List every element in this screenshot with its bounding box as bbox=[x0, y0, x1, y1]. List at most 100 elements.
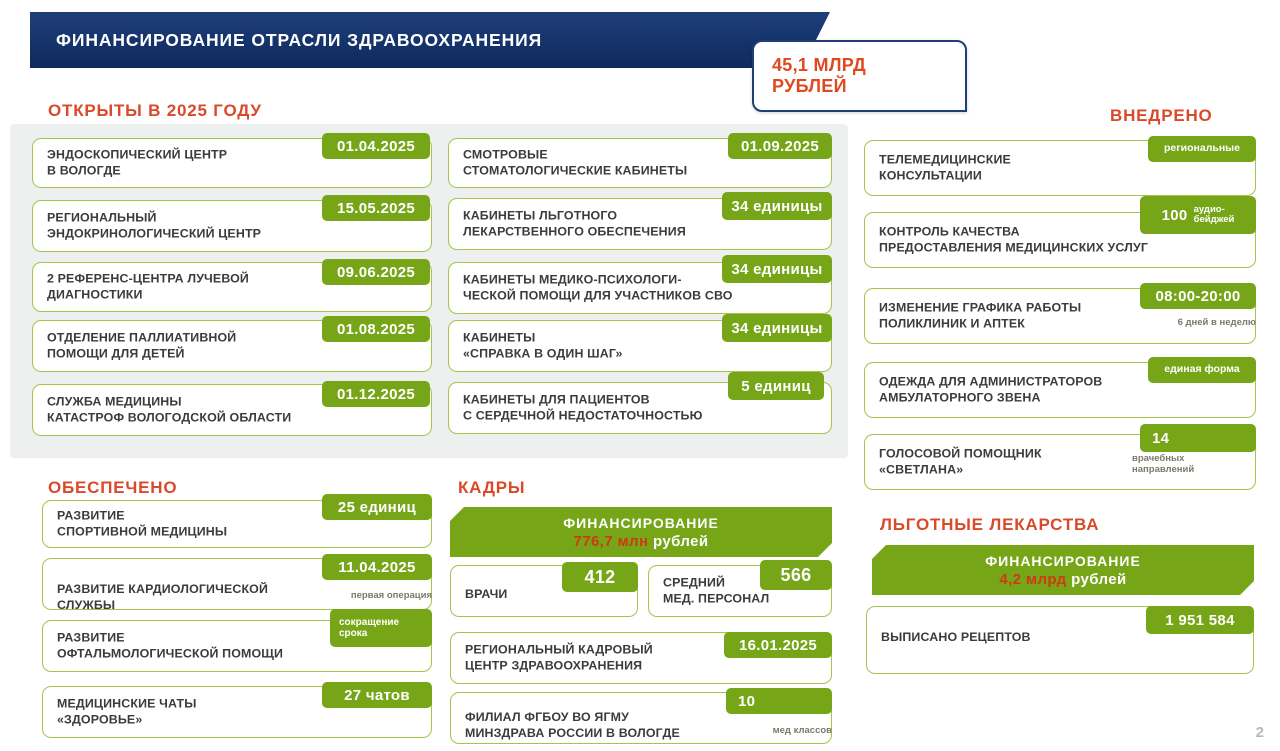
badge-value: 25 единиц bbox=[337, 498, 417, 516]
card-label: РАЗВИТИЕ СПОРТИВНОЙ МЕДИЦИНЫ bbox=[57, 508, 228, 539]
card-label: КАБИНЕТЫ МЕДИКО-ПСИХОЛОГИ- ЧЕСКОЙ ПОМОЩИ… bbox=[463, 272, 733, 303]
total-financing-amount: 45,1 МЛРД bbox=[772, 55, 867, 76]
card-staff-2[interactable]: ФИЛИАЛ ФГБОУ ВО ЯГМУ МИНЗДРАВА РОССИИ В … bbox=[450, 692, 832, 744]
badge-note: сокращение срока bbox=[339, 617, 400, 639]
note-implemented-5: врачебных направлений bbox=[1132, 453, 1195, 475]
badge-staff-2: 10 bbox=[726, 688, 832, 714]
badge-value: 412 bbox=[584, 566, 616, 587]
staff-financing-banner: ФИНАНСИРОВАНИЕ 776,7 млн рублей bbox=[450, 507, 832, 557]
badge-note: региональные bbox=[1164, 142, 1240, 155]
card-label: МЕДИЦИНСКИЕ ЧАТЫ «ЗДОРОВЬЕ» bbox=[57, 696, 197, 727]
card-label: КАБИНЕТЫ ДЛЯ ПАЦИЕНТОВ С СЕРДЕЧНОЙ НЕДОС… bbox=[463, 392, 703, 423]
badge-opened-2: 15.05.2025 bbox=[322, 195, 430, 221]
badge-opened-1: 01.04.2025 bbox=[322, 133, 430, 159]
badge-staff-doctors: 412 bbox=[562, 562, 638, 592]
card-label: РАЗВИТИЕ ОФТАЛЬМОЛОГИЧЕСКОЙ ПОМОЩИ bbox=[57, 630, 284, 661]
badge-provided-4: 27 чатов bbox=[322, 682, 432, 708]
meds-financing-banner: ФИНАНСИРОВАНИЕ 4,2 млрд рублей bbox=[872, 545, 1254, 595]
card-label: КОНТРОЛЬ КАЧЕСТВА ПРЕДОСТАВЛЕНИЯ МЕДИЦИН… bbox=[879, 224, 1148, 255]
badge-implemented-4: единая форма bbox=[1148, 357, 1256, 383]
card-label: РЕГИОНАЛЬНЫЙ ЭНДОКРИНОЛОГИЧЕСКИЙ ЦЕНТР bbox=[47, 210, 262, 241]
card-label: СМОТРОВЫЕ СТОМАТОЛОГИЧЕСКИЕ КАБИНЕТЫ bbox=[463, 147, 688, 178]
financing-amount: 4,2 млрд рублей bbox=[999, 571, 1126, 588]
card-label: КАБИНЕТЫ ЛЬГОТНОГО ЛЕКАРСТВЕННОГО ОБЕСПЕ… bbox=[463, 208, 686, 239]
card-label: РЕГИОНАЛЬНЫЙ КАДРОВЫЙ ЦЕНТР ЗДРАВООХРАНЕ… bbox=[465, 642, 653, 673]
financing-title: ФИНАНСИРОВАНИЕ bbox=[985, 552, 1141, 569]
badge-opened-6: 01.09.2025 bbox=[728, 133, 832, 159]
badge-value: 34 единицы bbox=[731, 260, 823, 278]
badge-value: 11.04.2025 bbox=[338, 558, 416, 576]
badge-implemented-3: 08:00-20:00 bbox=[1140, 283, 1256, 309]
badge-value: 5 единиц bbox=[741, 377, 811, 395]
section-heading-meds: ЛЬГОТНЫЕ ЛЕКАРСТВА bbox=[880, 515, 1100, 534]
badge-value: 34 единицы bbox=[731, 319, 823, 337]
financing-number: 776,7 млн bbox=[573, 532, 649, 550]
card-label: ОДЕЖДА ДЛЯ АДМИНИСТРАТОРОВ АМБУЛАТОРНОГО… bbox=[879, 374, 1103, 405]
card-label: ЭНДОСКОПИЧЕСКИЙ ЦЕНТР В ВОЛОГДЕ bbox=[47, 147, 228, 178]
page-title: ФИНАНСИРОВАНИЕ ОТРАСЛИ ЗДРАВООХРАНЕНИЯ bbox=[56, 29, 543, 50]
card-provided-4[interactable]: МЕДИЦИНСКИЕ ЧАТЫ «ЗДОРОВЬЕ» bbox=[42, 686, 432, 738]
card-label: РАЗВИТИЕ КАРДИОЛОГИЧЕСКОЙ СЛУЖБЫ bbox=[57, 582, 269, 613]
badge-value: 01.09.2025 bbox=[740, 137, 820, 155]
card-label: СЛУЖБА МЕДИЦИНЫ КАТАСТРОФ ВОЛОГОДСКОЙ ОБ… bbox=[47, 394, 292, 425]
badge-value: 34 единицы bbox=[731, 197, 823, 215]
card-meds-1[interactable]: ВЫПИСАНО РЕЦЕПТОВ bbox=[866, 606, 1254, 674]
card-label: ОТДЕЛЕНИЕ ПАЛЛИАТИВНОЙ ПОМОЩИ ДЛЯ ДЕТЕЙ bbox=[47, 330, 237, 361]
card-label: ФИЛИАЛ ФГБОУ ВО ЯГМУ МИНЗДРАВА РОССИИ В … bbox=[465, 710, 680, 741]
card-label: ТЕЛЕМЕДИЦИНСКИЕ КОНСУЛЬТАЦИИ bbox=[879, 152, 1011, 183]
card-label: ВРАЧИ bbox=[465, 587, 508, 601]
badge-value: 1 951 584 bbox=[1165, 611, 1235, 629]
badge-implemented-1: региональные bbox=[1148, 136, 1256, 162]
badge-value: 100 bbox=[1161, 206, 1188, 224]
badge-opened-7: 34 единицы bbox=[722, 192, 832, 220]
section-heading-opened: ОТКРЫТЫ В 2025 ГОДУ bbox=[48, 101, 262, 120]
badge-staff-nurses: 566 bbox=[760, 560, 832, 590]
badge-provided-1: 25 единиц bbox=[322, 494, 432, 520]
card-opened-4[interactable]: ОТДЕЛЕНИЕ ПАЛЛИАТИВНОЙ ПОМОЩИ ДЛЯ ДЕТЕЙ bbox=[32, 320, 432, 372]
badge-implemented-5: 14 bbox=[1140, 424, 1256, 452]
financing-amount: 776,7 млн рублей bbox=[573, 533, 708, 550]
note-implemented-3: 6 дней в неделю bbox=[1177, 317, 1256, 328]
badge-value: 14 bbox=[1152, 429, 1170, 447]
badge-value: 08:00-20:00 bbox=[1155, 287, 1241, 305]
badge-value: 15.05.2025 bbox=[336, 199, 416, 217]
badge-value: 01.04.2025 bbox=[336, 137, 416, 155]
card-label: 2 РЕФЕРЕНС-ЦЕНТРА ЛУЧЕВОЙ ДИАГНОСТИКИ bbox=[47, 271, 249, 302]
total-financing-unit: РУБЛЕЙ bbox=[772, 76, 847, 96]
badge-value: 16.01.2025 bbox=[738, 636, 818, 654]
page-number: 2 bbox=[1255, 724, 1264, 741]
badge-implemented-2: 100 аудио- бейджей bbox=[1140, 196, 1256, 234]
note-provided-2: первая операция bbox=[350, 590, 432, 601]
header-banner: ФИНАНСИРОВАНИЕ ОТРАСЛИ ЗДРАВООХРАНЕНИЯ bbox=[30, 12, 830, 68]
note-staff-2: мед классов bbox=[772, 725, 832, 736]
badge-opened-4: 01.08.2025 bbox=[322, 316, 430, 342]
badge-opened-8: 34 единицы bbox=[722, 255, 832, 283]
financing-unit: рублей bbox=[1071, 570, 1127, 588]
badge-value: 27 чатов bbox=[344, 686, 410, 704]
badge-provided-2: 11.04.2025 bbox=[322, 554, 432, 580]
badge-opened-9: 34 единицы bbox=[722, 314, 832, 342]
badge-meds-1: 1 951 584 bbox=[1146, 606, 1254, 634]
badge-value: 01.12.2025 bbox=[336, 385, 416, 403]
total-financing-callout: 45,1 МЛРД РУБЛЕЙ bbox=[752, 40, 967, 112]
financing-number: 4,2 млрд bbox=[999, 570, 1067, 588]
financing-title: ФИНАНСИРОВАНИЕ bbox=[563, 514, 719, 531]
card-label: СРЕДНИЙ МЕД. ПЕРСОНАЛ bbox=[663, 575, 770, 606]
card-implemented-2[interactable]: КОНТРОЛЬ КАЧЕСТВА ПРЕДОСТАВЛЕНИЯ МЕДИЦИН… bbox=[864, 212, 1256, 268]
badge-note: аудио- бейджей bbox=[1193, 203, 1235, 225]
badge-opened-5: 01.12.2025 bbox=[322, 381, 430, 407]
badge-staff-1: 16.01.2025 bbox=[724, 632, 832, 658]
section-heading-implemented: ВНЕДРЕНО bbox=[1110, 106, 1213, 125]
badge-value: 10 bbox=[738, 692, 756, 710]
badge-opened-10: 5 единиц bbox=[728, 372, 824, 400]
financing-unit: рублей bbox=[653, 532, 709, 550]
card-label: ИЗМЕНЕНИЕ ГРАФИКА РАБОТЫ ПОЛИКЛИНИК И АП… bbox=[879, 300, 1082, 331]
section-heading-provided: ОБЕСПЕЧЕНО bbox=[48, 478, 178, 497]
badge-opened-3: 09.06.2025 bbox=[322, 259, 430, 285]
badge-value: 01.08.2025 bbox=[336, 320, 416, 338]
card-label: КАБИНЕТЫ «СПРАВКА В ОДИН ШАГ» bbox=[463, 330, 623, 361]
badge-note: единая форма bbox=[1164, 363, 1240, 376]
badge-value: 09.06.2025 bbox=[336, 263, 416, 281]
badge-value: 566 bbox=[780, 564, 812, 585]
card-label: ГОЛОСОВОЙ ПОМОЩНИК «СВЕТЛАНА» bbox=[879, 446, 1042, 477]
